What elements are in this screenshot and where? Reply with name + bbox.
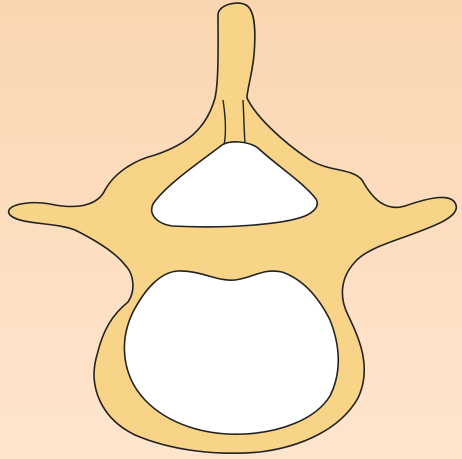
vertebral-body-cavity: [124, 271, 338, 434]
